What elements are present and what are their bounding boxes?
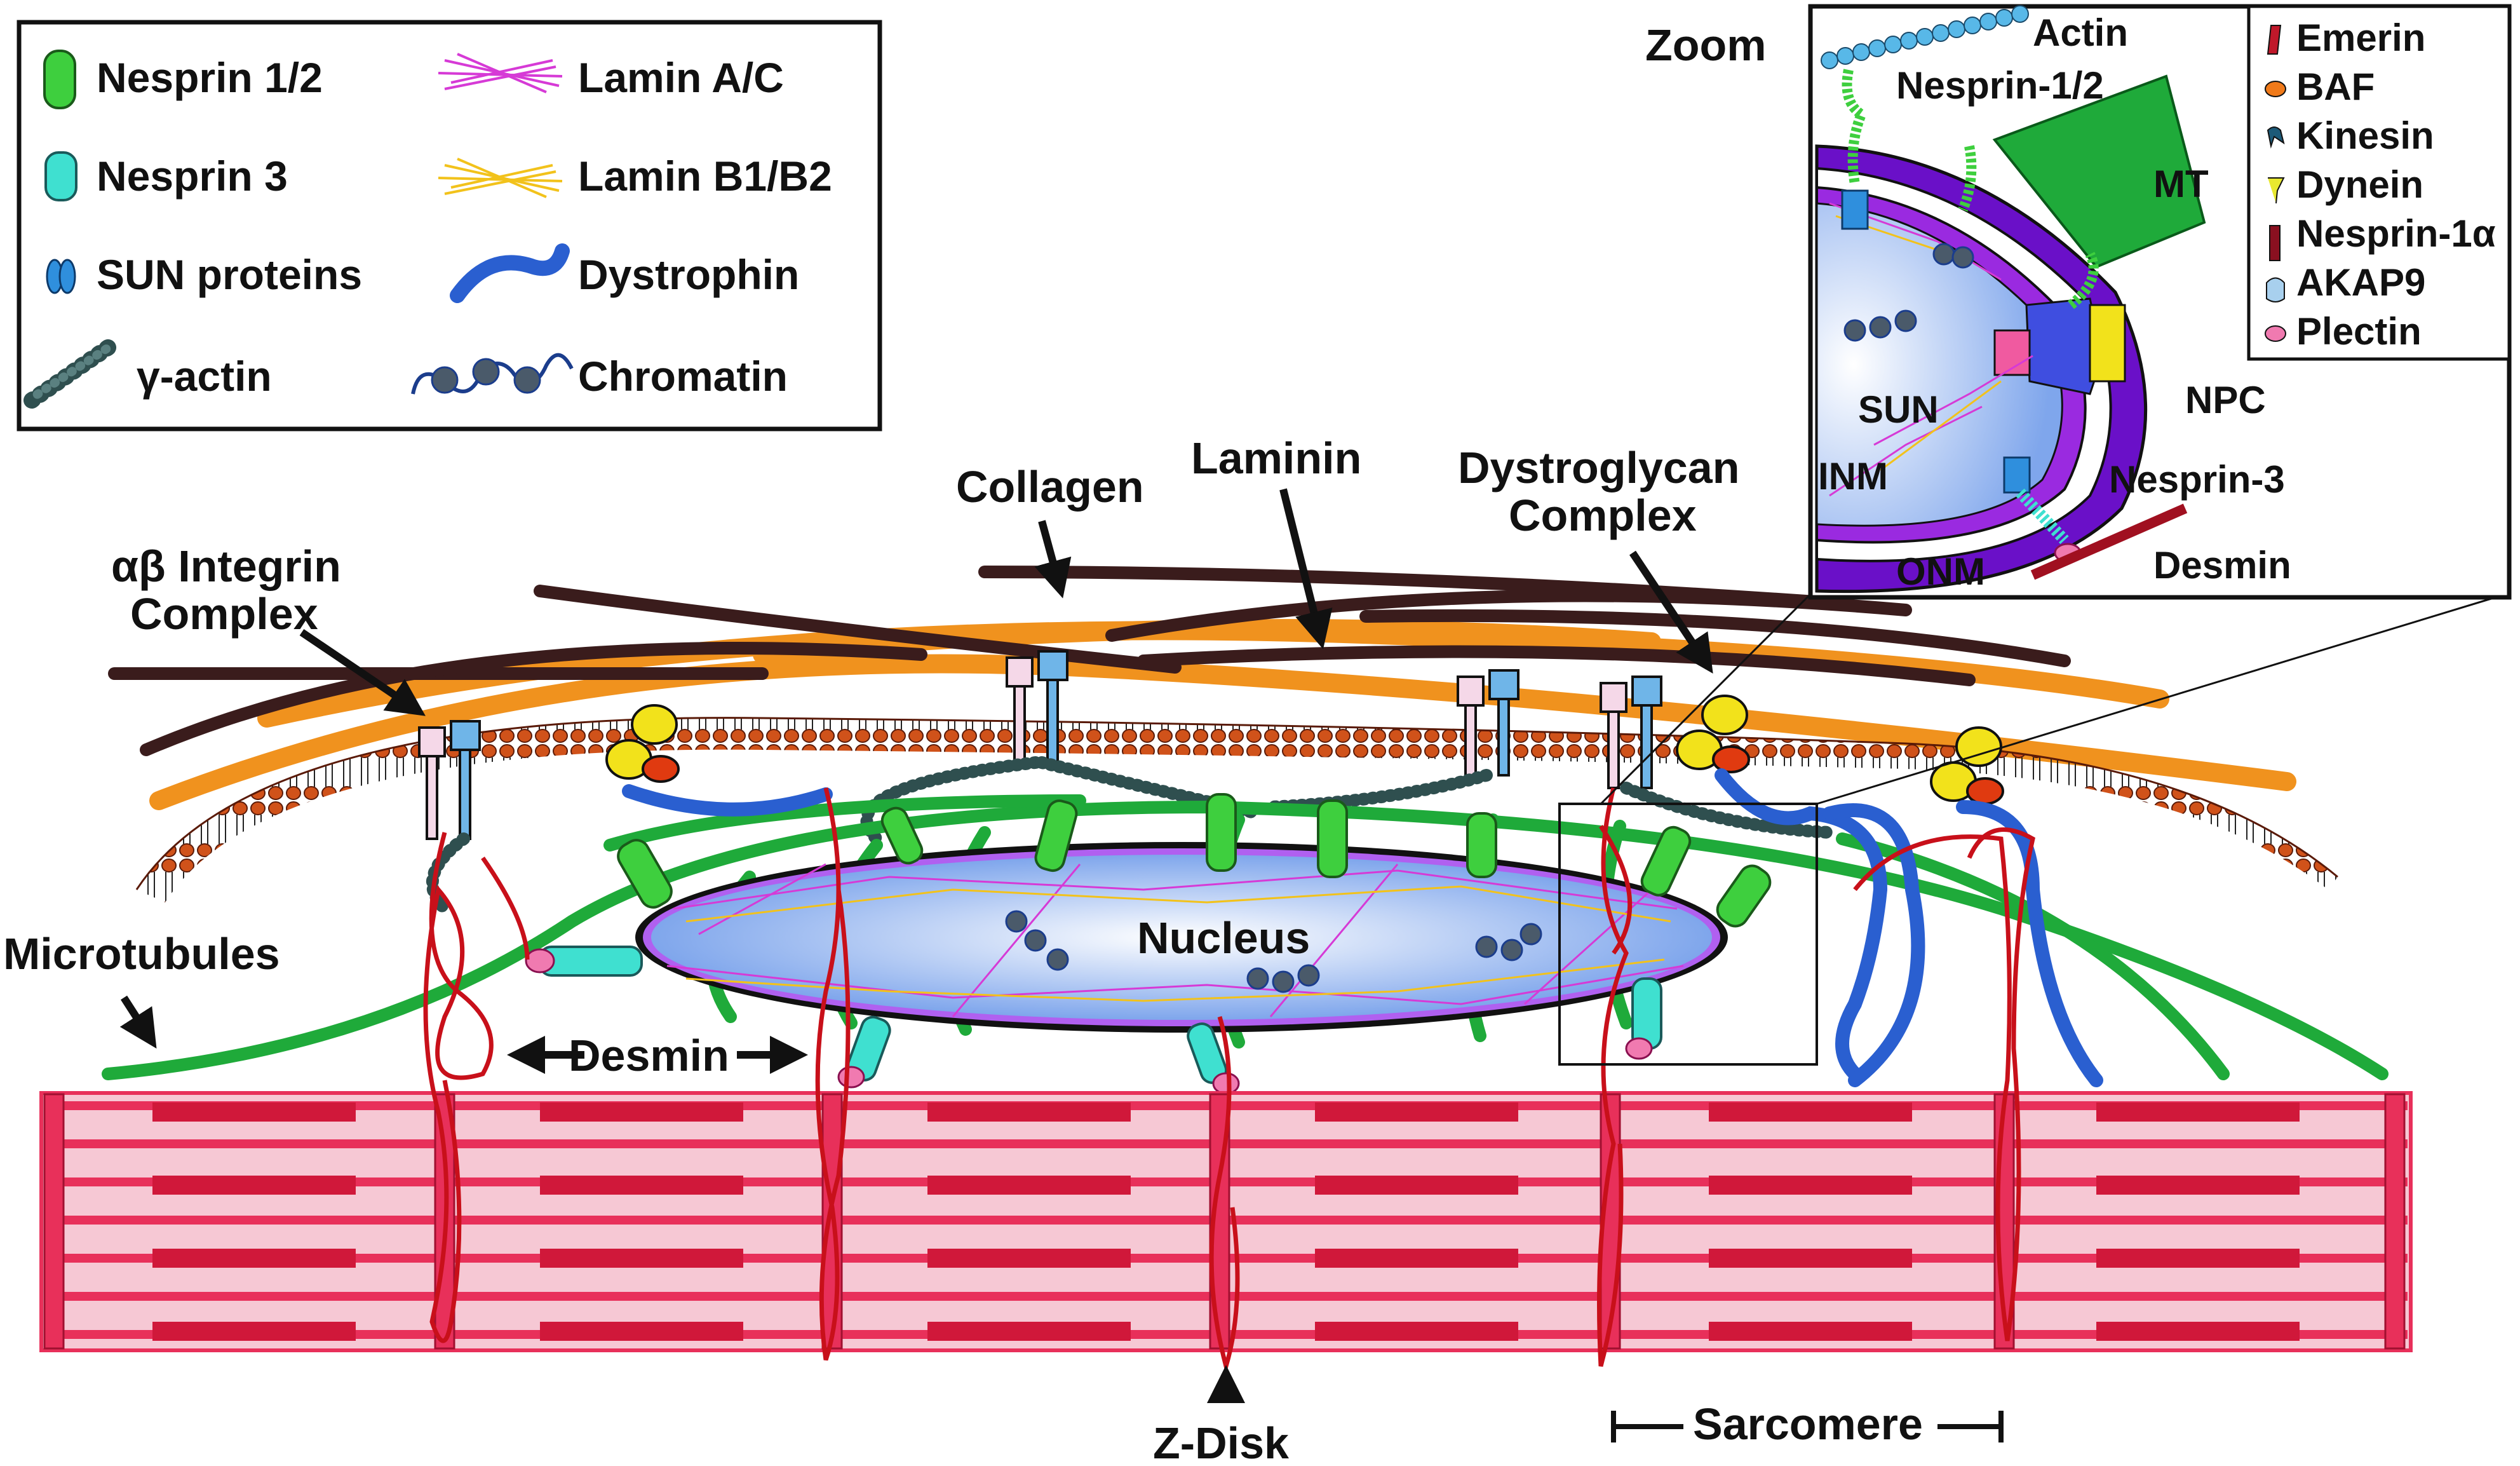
dystrophin-strands <box>622 768 2103 1087</box>
legend-label-lamin-b1-b2: Lamin B1/B2 <box>578 153 832 200</box>
zoom-label-actin: Actin <box>2033 11 2128 54</box>
emerin-icon <box>2267 25 2282 55</box>
legend-label-nesprin-3: Nesprin 3 <box>97 153 288 200</box>
baf-icon <box>2265 81 2286 97</box>
nesprin-3-icon <box>44 151 77 201</box>
zoom-desmin <box>2030 503 2188 580</box>
chromatin-icon <box>411 353 574 395</box>
plectin-icon <box>2265 325 2286 342</box>
zoom-label-nesprin-1-2: Nesprin-1/2 <box>1896 64 2104 107</box>
zoom-actin <box>1821 5 2029 69</box>
zoom-region-box <box>1558 803 1818 1066</box>
nuclear-lamina <box>666 863 1684 1017</box>
zoom-legend-label-plectin: Plectin <box>2296 310 2422 353</box>
dystroglycan-complex <box>605 695 2004 805</box>
legend-label-nesprin-1-2: Nesprin 1/2 <box>97 54 323 101</box>
zoom-legend-label-akap9: AKAP9 <box>2296 261 2425 304</box>
zoom-label-onm: ONM <box>1896 550 1985 593</box>
plasma-membrane <box>135 717 2338 902</box>
dystrophin-icon <box>450 243 570 303</box>
legend-label-gamma-actin: γ-actin <box>137 353 272 400</box>
label-z-disk: Z-Disk <box>1153 1418 1289 1466</box>
lamin-b1-b2-icon <box>438 158 563 198</box>
zoom-legend-label-nesprin-1-alpha: Nesprin-1α <box>2296 212 2496 255</box>
akap9-icon <box>2266 277 2285 302</box>
zoom-label-mt: MT <box>2153 163 2209 205</box>
legend-label-chromatin: Chromatin <box>578 353 788 400</box>
zoom-legend-label-kinesin: Kinesin <box>2296 114 2434 157</box>
kinesin-icon <box>2267 126 2285 149</box>
zoom-label-desmin: Desmin <box>2153 544 2291 587</box>
sun-proteins-icon <box>46 259 76 294</box>
zoom-label-npc: NPC <box>2185 379 2266 421</box>
zoom-legend-label-baf: BAF <box>2296 65 2375 108</box>
integrin-complex <box>418 650 1662 840</box>
nesprin-1-2-icon <box>43 50 76 109</box>
nucleus <box>635 842 1728 1033</box>
nesprin-1-2-proteins <box>617 793 1772 928</box>
label-integrin: αβ Integrin <box>111 541 341 591</box>
zoom-legend-label-emerin: Emerin <box>2296 17 2425 59</box>
zoom-label-nesprin-3: Nesprin-3 <box>2109 458 2285 501</box>
legend-label-sun-proteins: SUN proteins <box>97 251 362 298</box>
zoom-legend-label-dynein: Dynein <box>2296 163 2423 206</box>
dynein-icon <box>2268 177 2285 204</box>
zoom-title: Zoom <box>1645 20 1767 70</box>
sarcomere-bracket <box>1611 1411 2004 1442</box>
label-dystroglycan-2: Complex <box>1509 491 1697 540</box>
gamma-actin-icon <box>24 335 123 409</box>
zoom-label-sun: SUN <box>1858 388 1939 431</box>
label-collagen: Collagen <box>956 462 1144 512</box>
legend-label-dystrophin: Dystrophin <box>578 251 799 298</box>
collagen-fibers <box>108 566 2071 756</box>
nesprin-1-alpha-icon <box>2269 225 2281 261</box>
z-disks <box>43 1093 2406 1350</box>
legend: Nesprin 1/2 Nesprin 3 SUN proteins γ-act… <box>17 20 882 431</box>
zoom-label-inm: INM <box>1818 455 1888 498</box>
lamin-ac-icon <box>438 53 563 93</box>
zoom-legend <box>2247 4 2511 361</box>
label-sarcomere: Sarcomere <box>1693 1399 1923 1449</box>
legend-label-lamin-ac: Lamin A/C <box>578 54 784 101</box>
desmin-filaments <box>423 787 2035 1374</box>
pointer-arrows <box>119 488 1713 1403</box>
label-dystroglycan: Dystroglycan <box>1458 443 1739 492</box>
chromatin-clusters <box>1005 910 1542 993</box>
label-desmin: Desmin <box>569 1031 729 1080</box>
label-integrin-2: Complex <box>130 589 318 639</box>
label-microtubules: Microtubules <box>3 929 280 979</box>
label-nucleus: Nucleus <box>1137 913 1310 963</box>
zoom-inset: Emerin BAF Kinesin Dynein Nesprin-1α AKA… <box>1808 4 2512 600</box>
zoom-microtubule <box>1992 74 2206 269</box>
nesprin-3-proteins <box>539 946 1662 1084</box>
label-laminin: Laminin <box>1191 433 1361 483</box>
